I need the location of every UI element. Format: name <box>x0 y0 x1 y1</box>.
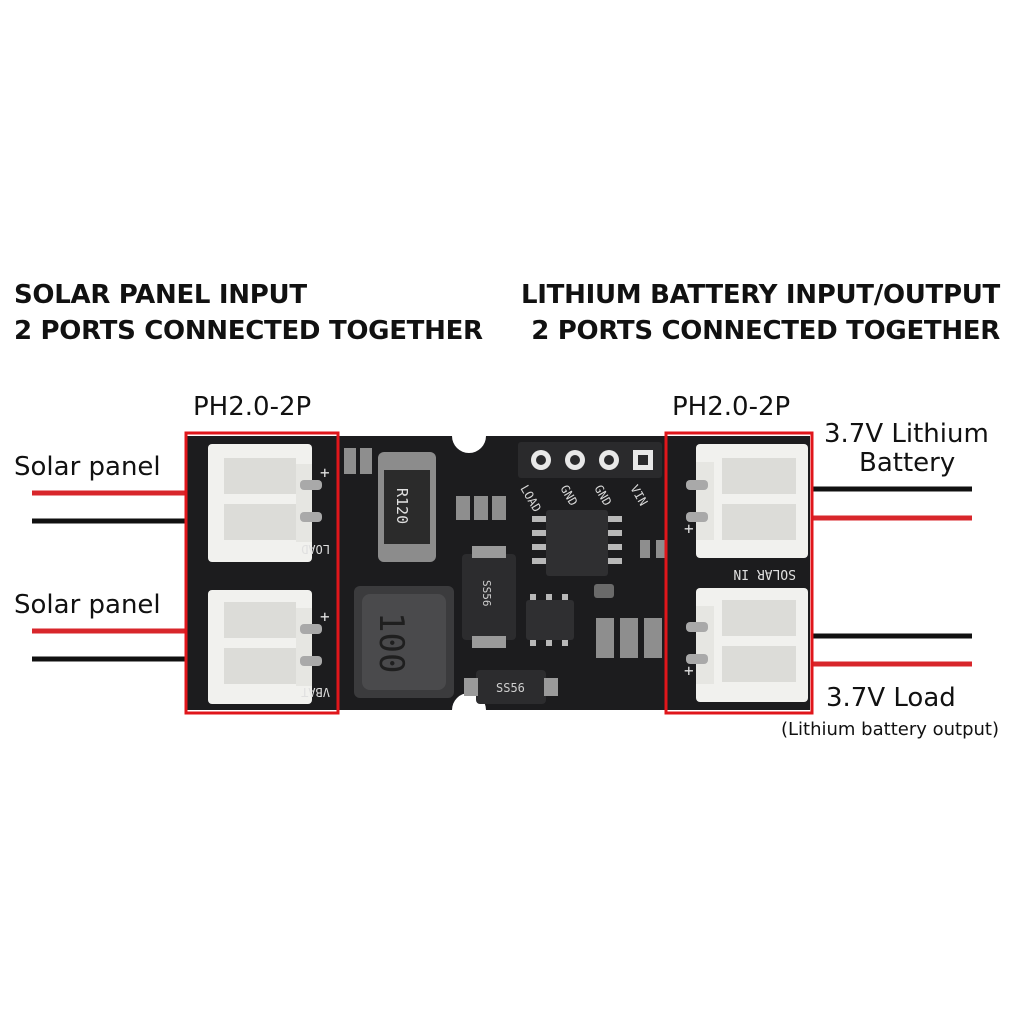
right-heading-line-1: LITHIUM BATTERY INPUT/OUTPUT <box>521 280 1000 310</box>
silk-load: LOAD <box>301 542 330 556</box>
left-top-connector <box>208 444 322 562</box>
solar-panel-2-label: Solar panel <box>14 590 161 620</box>
resistor-label: R120 <box>393 488 411 524</box>
silk-plus-4: + <box>684 661 694 680</box>
right-top-connector <box>686 444 808 558</box>
mosfet-ic <box>526 594 574 646</box>
charger-ic <box>532 510 622 576</box>
diode-1: SS56 <box>462 546 516 648</box>
left-bottom-connector <box>208 590 322 704</box>
left-connector-type: PH2.0-2P <box>193 392 312 422</box>
right-connectors-highlight <box>664 431 814 715</box>
solar-panel-1-label: Solar panel <box>14 452 161 482</box>
smd-components <box>344 448 666 658</box>
left-heading: SOLAR PANEL INPUT 2 PORTS CONNECTED TOGE… <box>14 277 483 349</box>
load-note: (Lithium battery output) <box>781 719 999 740</box>
pin-header <box>518 442 662 478</box>
silk-plus-2: + <box>320 607 330 626</box>
battery-label-line-2: Battery <box>859 448 956 478</box>
silk-plus-3: + <box>684 519 694 538</box>
right-heading: LITHIUM BATTERY INPUT/OUTPUT 2 PORTS CON… <box>521 277 1000 349</box>
inductor: 100 <box>354 586 454 698</box>
left-heading-line-2: 2 PORTS CONNECTED TOGETHER <box>14 316 483 346</box>
diode-2: SS56 <box>464 670 558 704</box>
battery-label-line-1: 3.7V Lithium <box>824 419 989 449</box>
current-sense-resistor: R120 <box>378 452 436 562</box>
diode-1-label: SS56 <box>480 580 493 607</box>
left-heading-line-1: SOLAR PANEL INPUT <box>14 280 307 310</box>
silk-solar-in: SOLAR IN <box>733 566 796 581</box>
inductor-label: 100 <box>371 612 411 673</box>
silk-plus-1: + <box>320 463 330 482</box>
right-heading-line-2: 2 PORTS CONNECTED TOGETHER <box>531 316 1000 346</box>
load-label: 3.7V Load <box>826 683 956 713</box>
right-connector-type: PH2.0-2P <box>672 392 791 422</box>
diode-2-label: SS56 <box>496 681 525 695</box>
right-bottom-connector <box>686 588 808 702</box>
left-connectors-highlight <box>184 431 340 715</box>
silk-vbat: VBAT <box>301 685 330 699</box>
